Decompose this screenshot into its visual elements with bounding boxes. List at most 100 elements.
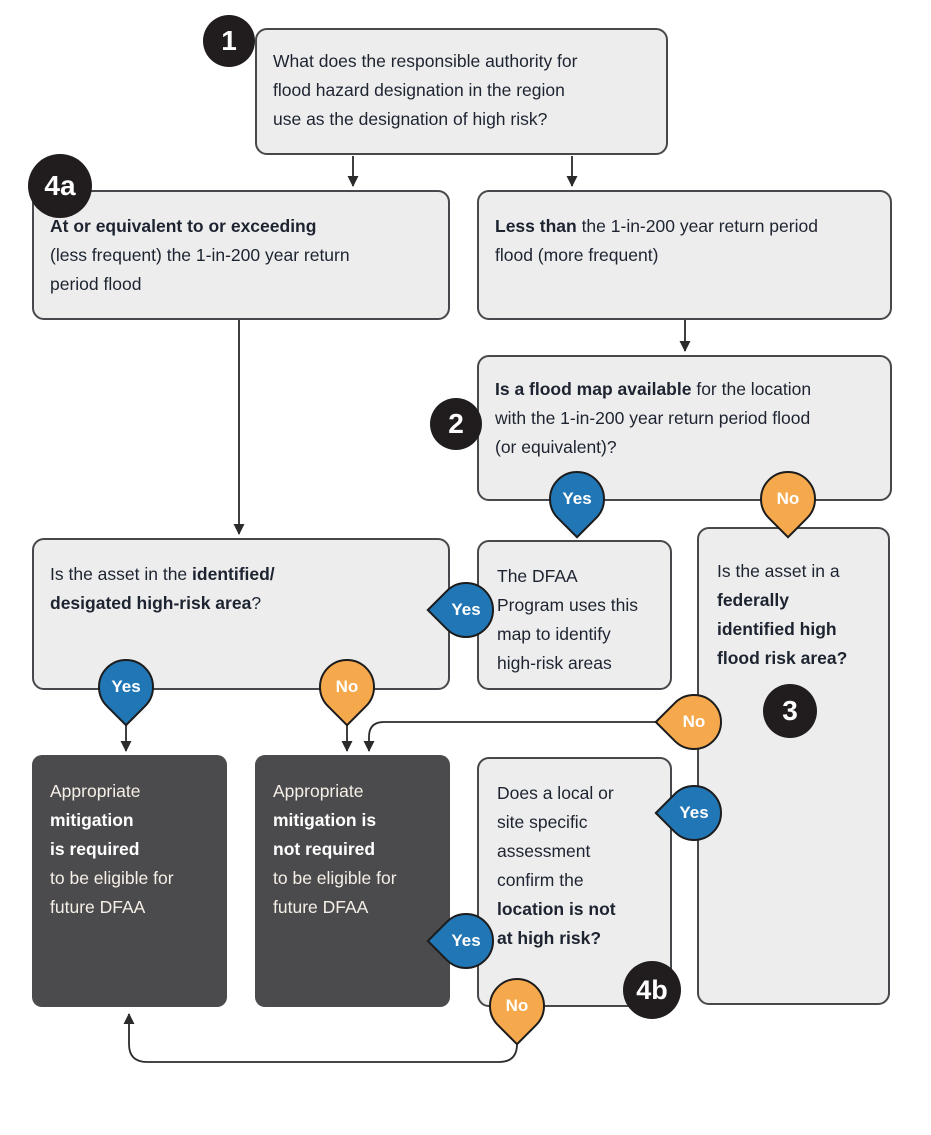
node-text-line: flood risk area? [717, 644, 876, 673]
node-text-line: identified high [717, 615, 876, 644]
node-text-line: Appropriate [50, 777, 215, 806]
node-text-line: Is the asset in a [717, 557, 876, 586]
node-text: future DFAA [50, 897, 146, 917]
node-text-line: Is the asset in the identified/ [50, 560, 432, 589]
step-badge-label: 1 [221, 25, 237, 56]
node-text: high-risk areas [497, 653, 612, 673]
node-text: confirm the [497, 870, 584, 890]
node-outcome-mitigation-required: Appropriate mitigation is required to be… [32, 755, 227, 1007]
step-badge-4b: 4b [623, 961, 681, 1019]
node-text: not required [273, 839, 376, 859]
node-text-line: federally [717, 586, 876, 615]
node-text: The DFAA [497, 566, 578, 586]
node-text: period flood [50, 274, 142, 294]
pin-label: Yes [451, 931, 481, 950]
step-badge-label: 4a [44, 170, 76, 201]
node-text: Less than [495, 216, 577, 236]
node-text: federally [717, 590, 789, 610]
node-text: (or equivalent)? [495, 437, 617, 457]
node-text-line: location is not [497, 895, 658, 924]
node-text: What does the responsible authority for [273, 51, 578, 71]
node-text: Program uses this [497, 595, 639, 615]
node-text-line: Appropriate [273, 777, 438, 806]
node-text: mitigation [50, 810, 134, 830]
node-text: identified high [717, 619, 837, 639]
node-text: (less frequent) the 1-in-200 year return [50, 245, 350, 265]
step-badge-4a: 4a [28, 154, 92, 218]
node-text-line: high-risk areas [497, 649, 656, 678]
node-text: At or equivalent to or exceeding [50, 216, 317, 236]
step-badge-label: 3 [782, 695, 798, 726]
node-text: flood risk area? [717, 648, 848, 668]
node-outcome-mitigation-not-required: Appropriate mitigation is not required t… [255, 755, 450, 1007]
node-text-line: Program uses this [497, 591, 656, 620]
node-dfaa-program-uses-map: The DFAA Program uses this map to identi… [477, 540, 672, 690]
node-text: Is the asset in the [50, 564, 193, 584]
node-question-local-assessment: Does a local or site specific assessment… [477, 757, 672, 1007]
node-text: location is not [497, 899, 616, 919]
node-question-federal-high-flood-risk-area: Is the asset in a federally identified h… [697, 527, 890, 1005]
node-text: the 1-in-200 year return period [576, 216, 818, 236]
step-badge-3: 3 [763, 684, 817, 738]
node-text-line: (or equivalent)? [495, 433, 874, 462]
node-text: assessment [497, 841, 591, 861]
step-badge-label: 2 [448, 408, 464, 439]
node-text-line: to be eligible for [50, 864, 215, 893]
node-text: flood hazard designation in the region [273, 80, 565, 100]
pin-label: No [682, 712, 706, 731]
node-text-line: flood (more frequent) [495, 241, 874, 270]
node-text: map to identify [497, 624, 611, 644]
pin-label: No [505, 996, 529, 1015]
node-text-line: What does the responsible authority for [273, 47, 650, 76]
node-text-line: with the 1-in-200 year return period flo… [495, 404, 874, 433]
node-text-line: confirm the [497, 866, 658, 895]
node-text-line: future DFAA [50, 893, 215, 922]
pin-label: Yes [111, 677, 141, 696]
node-less-than-200yr: Less than the 1-in-200 year return perio… [477, 190, 892, 320]
node-text-line: Does a local or [497, 779, 658, 808]
node-at-or-exceeding-200yr: At or equivalent to or exceeding (less f… [32, 190, 450, 320]
pin-label: Yes [451, 600, 481, 619]
node-text-line: site specific [497, 808, 658, 837]
node-text: to be eligible for [273, 868, 397, 888]
node-text: Is a flood map available [495, 379, 692, 399]
node-text-line: The DFAA [497, 562, 656, 591]
node-text: future DFAA [273, 897, 369, 917]
node-text-line: assessment [497, 837, 658, 866]
node-text-line: map to identify [497, 620, 656, 649]
node-text-line: mitigation is [273, 806, 438, 835]
node-text: is required [50, 839, 140, 859]
node-text: Is the asset in a [717, 561, 840, 581]
step-badge-1: 1 [203, 15, 255, 67]
node-question-asset-in-designated-area: Is the asset in the identified/ desigate… [32, 538, 450, 690]
node-text-line: future DFAA [273, 893, 438, 922]
node-text-line: desigated high-risk area? [50, 589, 432, 618]
step-badge-2: 2 [430, 398, 482, 450]
node-text-line: at high risk? [497, 924, 658, 953]
node-text: identified/ [192, 564, 275, 584]
node-text-line: not required [273, 835, 438, 864]
pin-label: No [335, 677, 359, 696]
node-text: mitigation is [273, 810, 377, 830]
node-text: at high risk? [497, 928, 602, 948]
node-text: flood (more frequent) [495, 245, 659, 265]
node-text-line: mitigation [50, 806, 215, 835]
node-text-line: (less frequent) the 1-in-200 year return [50, 241, 432, 270]
node-text-line: use as the designation of high risk? [273, 105, 650, 134]
node-text: to be eligible for [50, 868, 174, 888]
pin-label: Yes [679, 803, 709, 822]
node-text: for the location [691, 379, 812, 399]
node-text-line: Is a flood map available for the locatio… [495, 375, 874, 404]
node-text-line: to be eligible for [273, 864, 438, 893]
connector-q3-no-to-notrequired [363, 721, 656, 752]
node-text: use as the designation of high risk? [273, 109, 548, 129]
pin-label: Yes [562, 489, 592, 508]
node-text: Does a local or [497, 783, 614, 803]
node-text: desigated high-risk area [50, 593, 252, 613]
node-text: with the 1-in-200 year return period flo… [495, 408, 811, 428]
node-text-line: flood hazard designation in the region [273, 76, 650, 105]
node-question-authority-designation: What does the responsible authority for … [255, 28, 668, 155]
node-text: ? [251, 593, 262, 613]
node-text-line: At or equivalent to or exceeding [50, 212, 432, 241]
